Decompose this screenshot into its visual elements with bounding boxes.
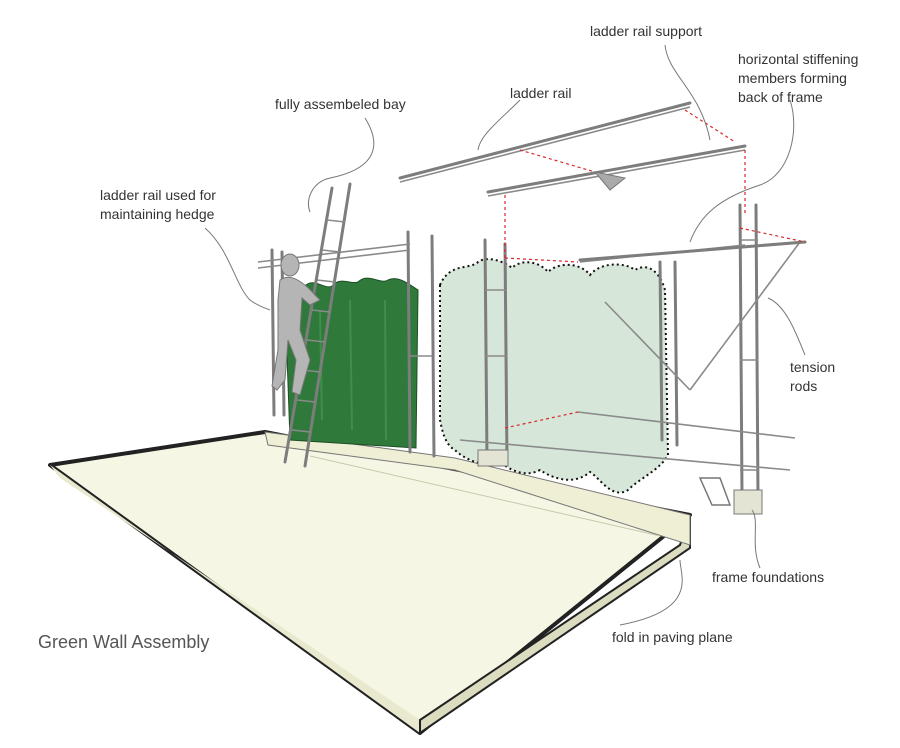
label-ladder-rail-used-line1: ladder rail used for	[100, 187, 216, 203]
frame-foundations	[477, 449, 763, 515]
figure-title: Green Wall Assembly	[38, 632, 210, 652]
label-fold-in-paving: fold in paving plane	[612, 629, 733, 645]
label-tension-line2: rods	[790, 378, 818, 394]
label-frame-foundations: frame foundations	[712, 569, 825, 585]
label-tension-line1: tension	[790, 359, 836, 375]
paving-plane	[48, 430, 692, 735]
label-ladder-rail: ladder rail	[510, 85, 572, 101]
construction-lines	[504, 109, 806, 429]
label-stiffening-line2: members forming	[738, 70, 847, 86]
hedge-dark	[284, 277, 419, 449]
label-ladder-rail-used-line2: maintaining hedge	[100, 206, 215, 222]
label-ladder-rail-support: ladder rail support	[590, 23, 703, 39]
label-stiffening-line1: horizontal stiffening	[738, 51, 859, 67]
label-fully-assembled-bay: fully assembeled bay	[275, 96, 406, 112]
hedge-light	[439, 258, 670, 494]
label-stiffening-line3: back of frame	[738, 89, 823, 105]
ladder-rail-exploded	[398, 101, 807, 262]
leader-lines	[204, 44, 806, 626]
person-figure	[271, 253, 321, 396]
ladder	[283, 182, 352, 468]
